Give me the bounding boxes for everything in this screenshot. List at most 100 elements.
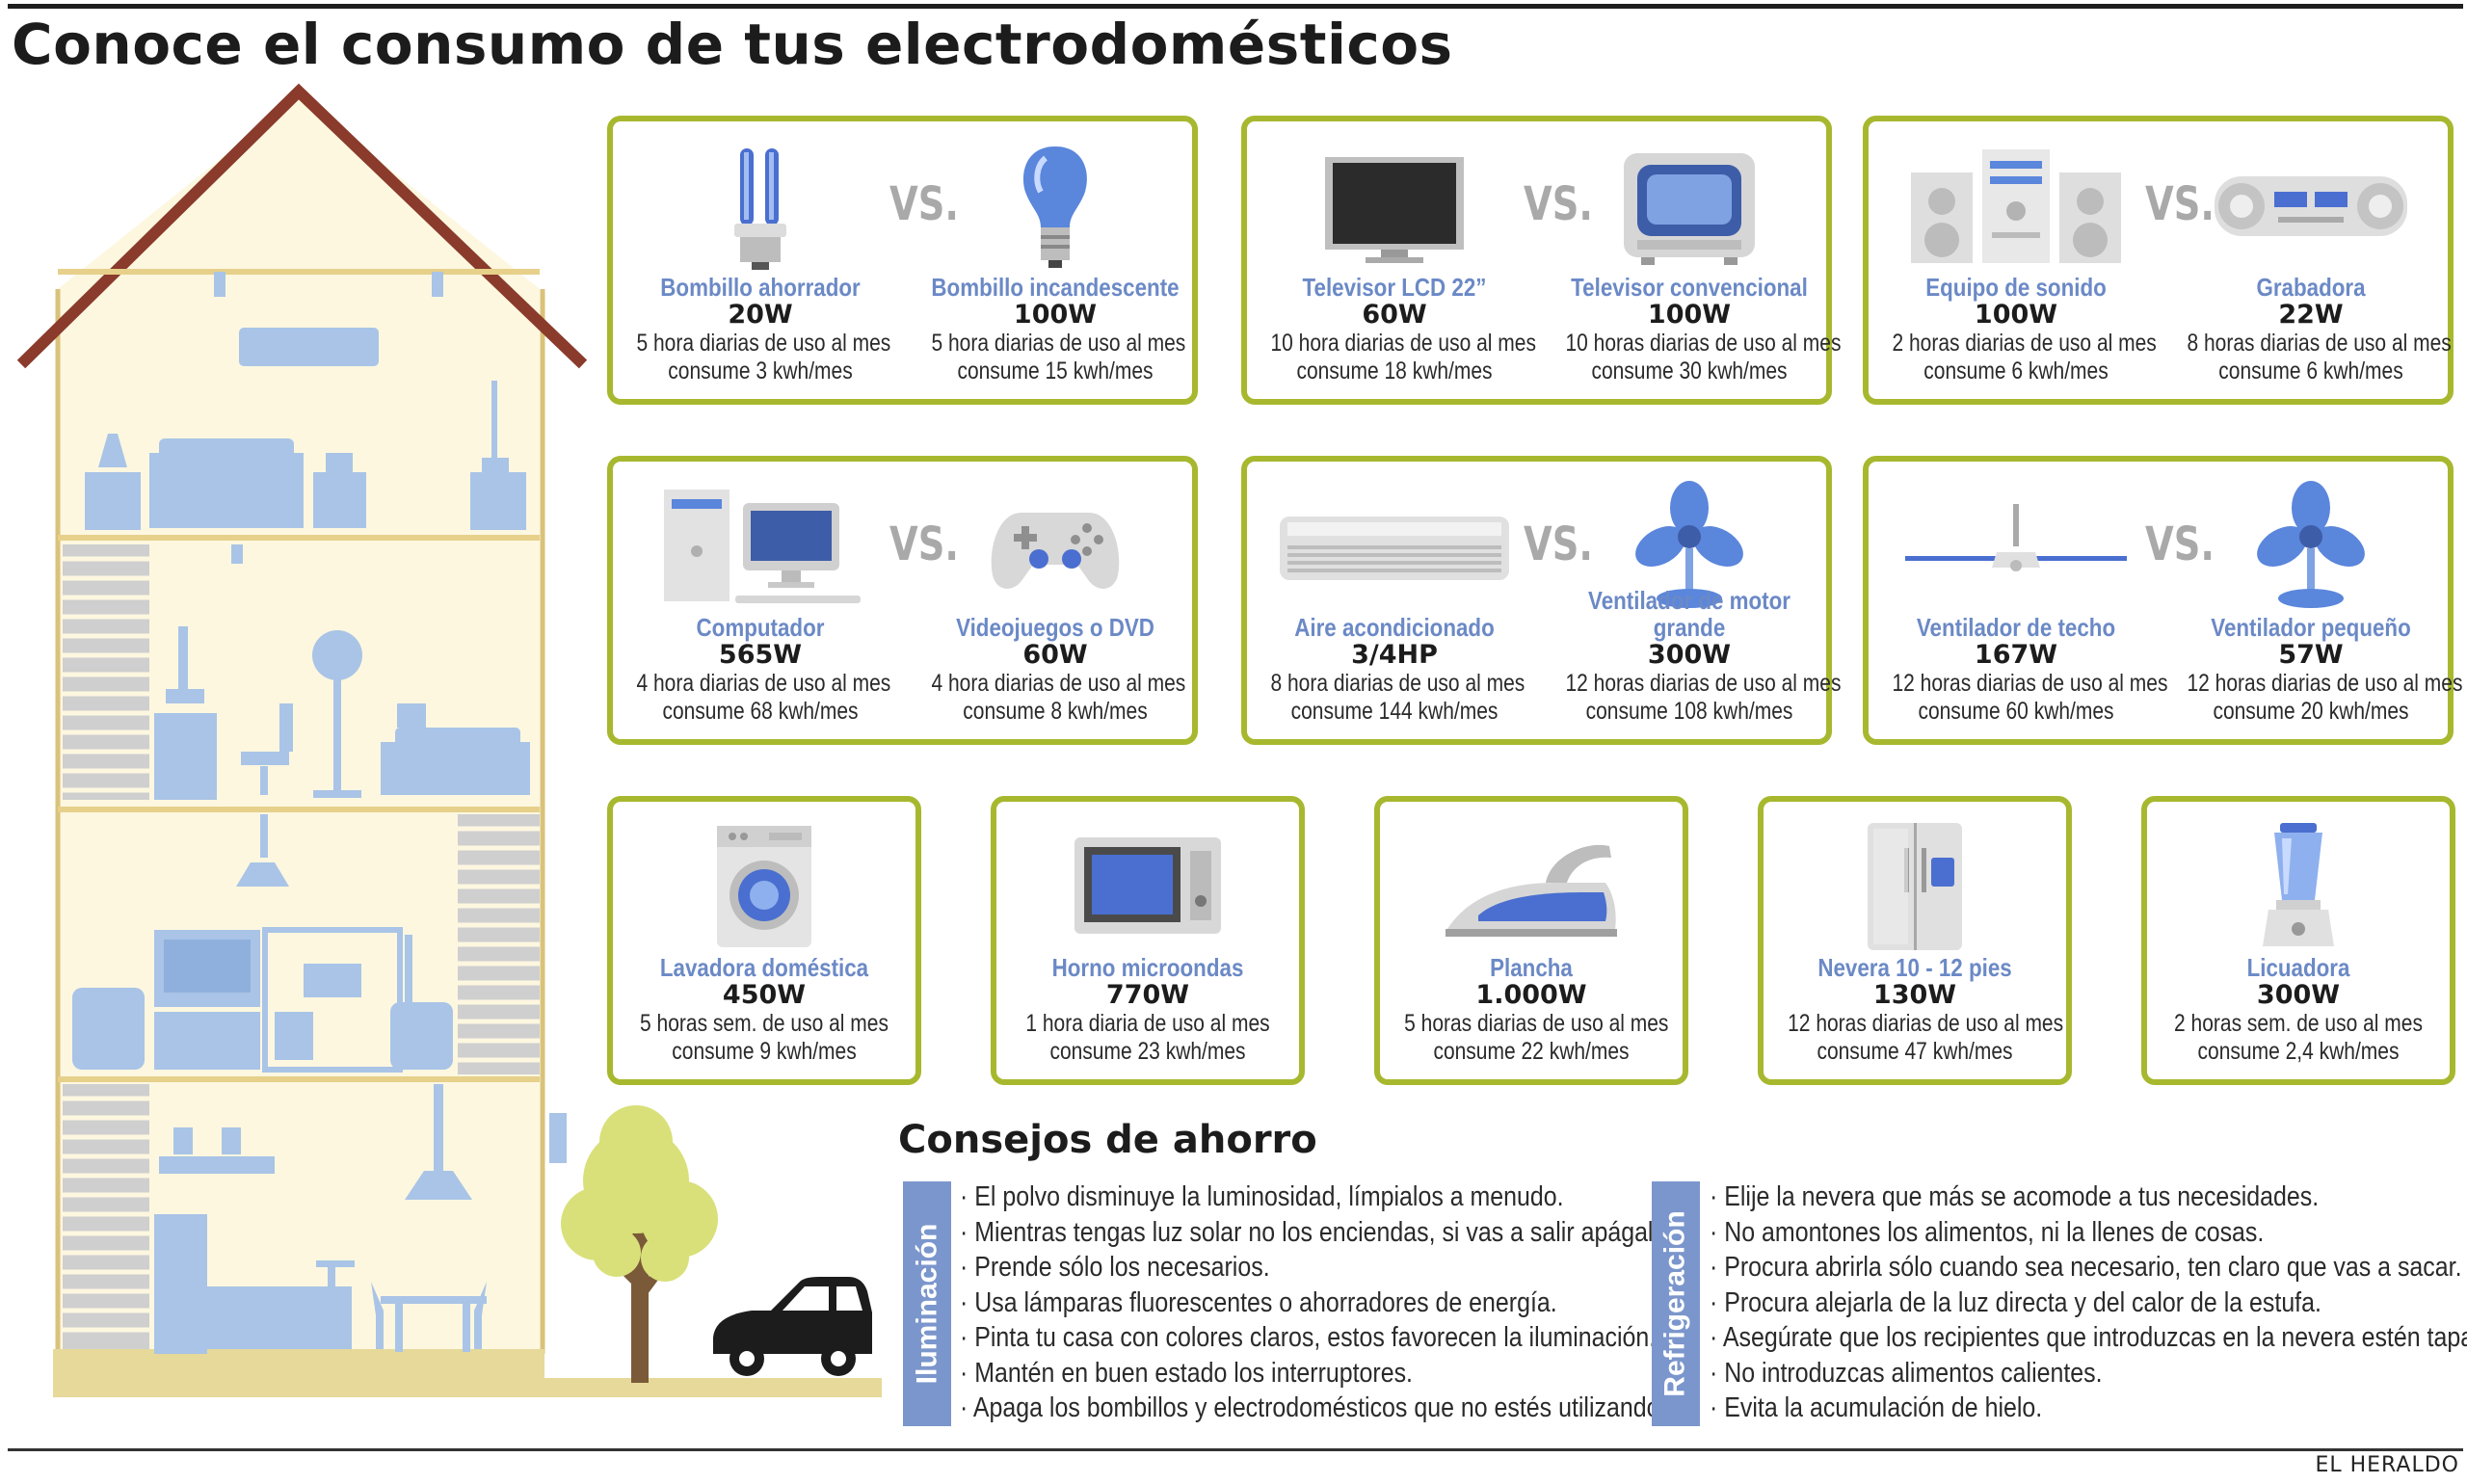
- tip-item: Usa lámparas fluorescentes o ahorradores…: [960, 1285, 1685, 1321]
- small-fan-icon: [2257, 481, 2365, 608]
- comparison-card-audio: Equipo de sonido 100W 2 horas diarias de…: [1863, 116, 2454, 405]
- top-rule: [8, 4, 2463, 9]
- refrigerator-icon: [1868, 823, 1962, 950]
- item-wattage: 167W: [1974, 640, 2058, 670]
- item-wattage: 770W: [1105, 980, 1190, 1010]
- appliance-card-fridge: Nevera 10 - 12 pies 130W 12 horas diaria…: [1758, 796, 2072, 1085]
- tip-item: El polvo disminuye la luminosidad, límpi…: [960, 1179, 1685, 1215]
- item-usage: 1 hora diaria de uso al mes: [1025, 1010, 1270, 1037]
- item-usage: 12 horas diarias de uso al mes: [2187, 670, 2463, 697]
- iron-icon: [1446, 844, 1617, 937]
- comparison-card-cooling-2: Ventilador de techo 167W 12 horas diaria…: [1863, 456, 2463, 745]
- item-consumption: consume 9 kwh/mes: [672, 1038, 857, 1065]
- item-wattage: 20W: [728, 300, 793, 330]
- item-consumption: consume 47 kwh/mes: [1817, 1038, 2013, 1065]
- computer-icon: [664, 490, 861, 603]
- lighting-label-text: Iluminación: [911, 1223, 942, 1385]
- item-name: Nevera 10 - 12 pies: [1817, 953, 2012, 982]
- item-name: Videojuegos o DVD: [956, 613, 1154, 642]
- fan-icon: [1635, 481, 1743, 608]
- tip-item: Mantén en buen estado los interruptores.: [960, 1356, 1685, 1391]
- item-name: Computador: [696, 613, 825, 642]
- publisher-credit: EL HERALDO: [2315, 1453, 2459, 1477]
- item-name: Televisor LCD 22”: [1302, 273, 1487, 302]
- item-name: Plancha: [1490, 953, 1573, 982]
- item-name: Lavadora doméstica: [659, 953, 869, 982]
- tip-item: Procura alejarla de la luz directa y del…: [1710, 1285, 2467, 1321]
- item-consumption: consume 22 kwh/mes: [1433, 1038, 1630, 1065]
- tip-item: No introduzcas alimentos calientes.: [1710, 1356, 2467, 1391]
- refrigeration-tips-label: Refrigeración: [1652, 1181, 1700, 1426]
- item-usage: 8 horas diarias de uso al mes: [2187, 330, 2452, 357]
- refrigeration-label-text: Refrigeración: [1659, 1210, 1692, 1397]
- page-title: Conoce el consumo de tus electrodoméstic…: [12, 12, 1453, 77]
- item-usage: 2 horas sem. de uso al mes: [2174, 1010, 2423, 1037]
- item-wattage: 1.000W: [1475, 980, 1587, 1010]
- item-wattage: 130W: [1872, 980, 1957, 1010]
- item-wattage: 300W: [1647, 640, 1732, 670]
- item-usage: 4 hora diarias de uso al mes: [931, 670, 1186, 697]
- item-consumption: consume 68 kwh/mes: [662, 698, 859, 725]
- item-consumption: consume 23 kwh/mes: [1049, 1038, 1246, 1065]
- blender-icon: [2263, 823, 2334, 946]
- item-wattage: 57W: [2278, 640, 2344, 670]
- item-wattage: 450W: [722, 980, 807, 1010]
- item-name: Ventilador de motor grande: [1588, 586, 1791, 642]
- item-consumption: consume 20 kwh/mes: [2213, 698, 2409, 725]
- item-name: Equipo de sonido: [1925, 273, 2107, 302]
- lighting-tips-list: El polvo disminuye la luminosidad, límpi…: [960, 1179, 1803, 1426]
- item-usage: 5 hora diarias de uso al mes: [636, 330, 891, 357]
- item-consumption: consume 6 kwh/mes: [1923, 358, 2109, 384]
- item-usage: 5 horas sem. de uso al mes: [640, 1010, 889, 1037]
- tip-item: No amontones los alimentos, ni la llenes…: [1710, 1215, 2467, 1251]
- item-usage: 12 horas diarias de uso al mes: [1788, 1010, 2064, 1037]
- comparison-card-tvs: Televisor LCD 22” 60W 10 hora diarias de…: [1241, 116, 1842, 405]
- appliance-card-microwave: Horno microondas 770W 1 hora diaria de u…: [991, 796, 1305, 1085]
- comparison-card-cooling-1: Aire acondicionado 3/4HP 8 hora diarias …: [1241, 456, 1842, 745]
- vs-label: VS.: [1523, 517, 1593, 571]
- ceiling-fan-icon: [1905, 504, 2127, 571]
- item-wattage: 300W: [2256, 980, 2341, 1010]
- item-usage: 12 horas diarias de uso al mes: [1565, 670, 1842, 697]
- item-usage: 2 horas diarias de uso al mes: [1892, 330, 2157, 357]
- vs-label: VS.: [1523, 177, 1593, 231]
- item-consumption: consume 15 kwh/mes: [957, 358, 1154, 384]
- item-consumption: consume 2,4 kwh/mes: [2197, 1038, 2400, 1065]
- item-name: Grabadora: [2256, 273, 2366, 302]
- stereo-icon: [1911, 149, 2121, 263]
- item-usage: 8 hora diarias de uso al mes: [1270, 670, 1525, 697]
- vs-label: VS.: [2144, 177, 2215, 231]
- item-usage: 10 horas diarias de uso al mes: [1565, 330, 1842, 357]
- item-name: Licuadora: [2246, 953, 2350, 982]
- item-wattage: 100W: [1013, 300, 1098, 330]
- item-name: Televisor convencional: [1571, 273, 1808, 302]
- item-wattage: 100W: [1974, 300, 2058, 330]
- lighting-tips-label: Iluminación: [903, 1181, 951, 1426]
- appliance-card-blender: Licuadora 300W 2 horas sem. de uso al me…: [2141, 796, 2455, 1085]
- item-wattage: 3/4HP: [1351, 640, 1438, 670]
- item-usage: 5 hora diarias de uso al mes: [931, 330, 1186, 357]
- microwave-icon: [1074, 837, 1221, 934]
- item-usage: 5 horas diarias de uso al mes: [1404, 1010, 1669, 1037]
- item-consumption: consume 60 kwh/mes: [1918, 698, 2114, 725]
- item-name: Horno microondas: [1051, 953, 1244, 982]
- comparison-card-computing: Computador 565W 4 hora diarias de uso al…: [607, 456, 1198, 745]
- item-usage: 10 hora diarias de uso al mes: [1270, 330, 1536, 357]
- item-wattage: 22W: [2278, 300, 2344, 330]
- appliance-card-iron: Plancha 1.000W 5 horas diarias de uso al…: [1374, 796, 1688, 1085]
- boombox-icon: [2215, 176, 2407, 236]
- refrigeration-tips-list: Elije la nevera que más se acomode a tus…: [1710, 1179, 2467, 1426]
- item-name: Bombillo ahorrador: [660, 273, 861, 302]
- item-consumption: consume 8 kwh/mes: [963, 698, 1148, 725]
- item-name: Aire acondicionado: [1294, 613, 1495, 642]
- item-usage: 4 hora diarias de uso al mes: [636, 670, 891, 697]
- bottom-rule: [8, 1448, 2463, 1451]
- item-name: Bombillo incandescente: [931, 273, 1180, 302]
- appliance-card-washer: Lavadora doméstica 450W 5 horas sem. de …: [607, 796, 921, 1085]
- tip-item: Apaga los bombillos y electrodomésticos …: [960, 1391, 1685, 1426]
- item-consumption: consume 144 kwh/mes: [1290, 698, 1499, 725]
- item-wattage: 60W: [1362, 300, 1427, 330]
- crt-tv-icon: [1624, 153, 1755, 265]
- washing-machine-icon: [717, 825, 811, 947]
- air-conditioner-icon: [1280, 517, 1509, 580]
